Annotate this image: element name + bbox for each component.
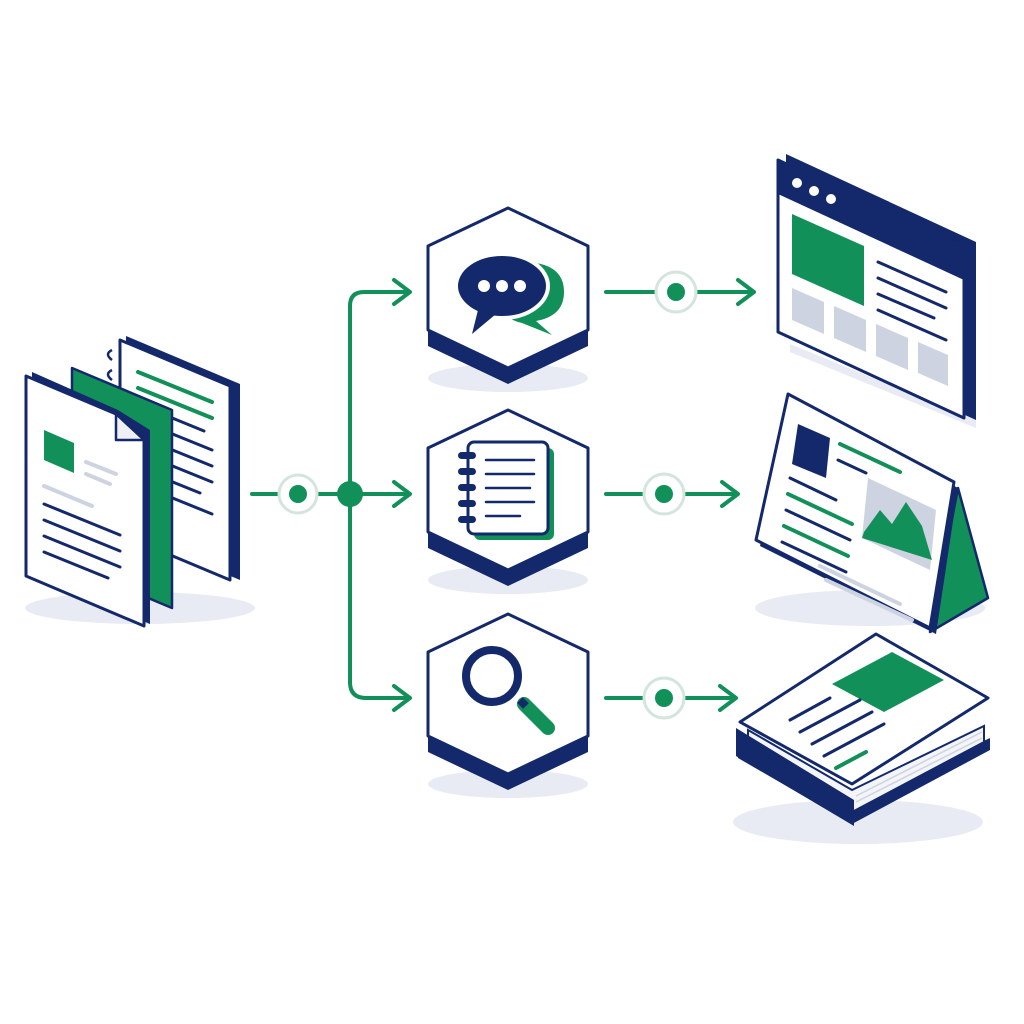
- branch-junction-node: [337, 481, 363, 507]
- web-page-output: [776, 154, 976, 428]
- browser-window-icon: [776, 154, 976, 420]
- search-step: [426, 612, 590, 798]
- source-documents: [24, 336, 255, 628]
- arrowhead-chat: [392, 278, 412, 306]
- book-output: [733, 632, 990, 844]
- arrowhead-search: [392, 684, 412, 712]
- book-node: [655, 689, 673, 707]
- brochure-node: [655, 485, 673, 503]
- branch-top-line: [348, 290, 410, 308]
- notes-step: [426, 408, 590, 594]
- web-node: [667, 283, 685, 301]
- chat-bubbles-icon: [454, 252, 564, 335]
- chat-step: [426, 206, 590, 392]
- branch-bottom-line: [348, 680, 410, 700]
- brochure-output: [754, 392, 990, 634]
- connector-nodes: [277, 270, 698, 720]
- tent-card-brochure-icon: [754, 392, 990, 634]
- book-icon: [736, 632, 990, 826]
- notepad-icon: [458, 440, 554, 540]
- arrowhead-book: [718, 684, 738, 712]
- magnifier-icon: [462, 646, 555, 735]
- document-stack-icon: [24, 372, 150, 628]
- arrowhead-brochure: [720, 480, 740, 508]
- arrowhead-notes: [392, 480, 412, 508]
- arrowhead-web: [736, 278, 756, 306]
- source-node: [289, 485, 307, 503]
